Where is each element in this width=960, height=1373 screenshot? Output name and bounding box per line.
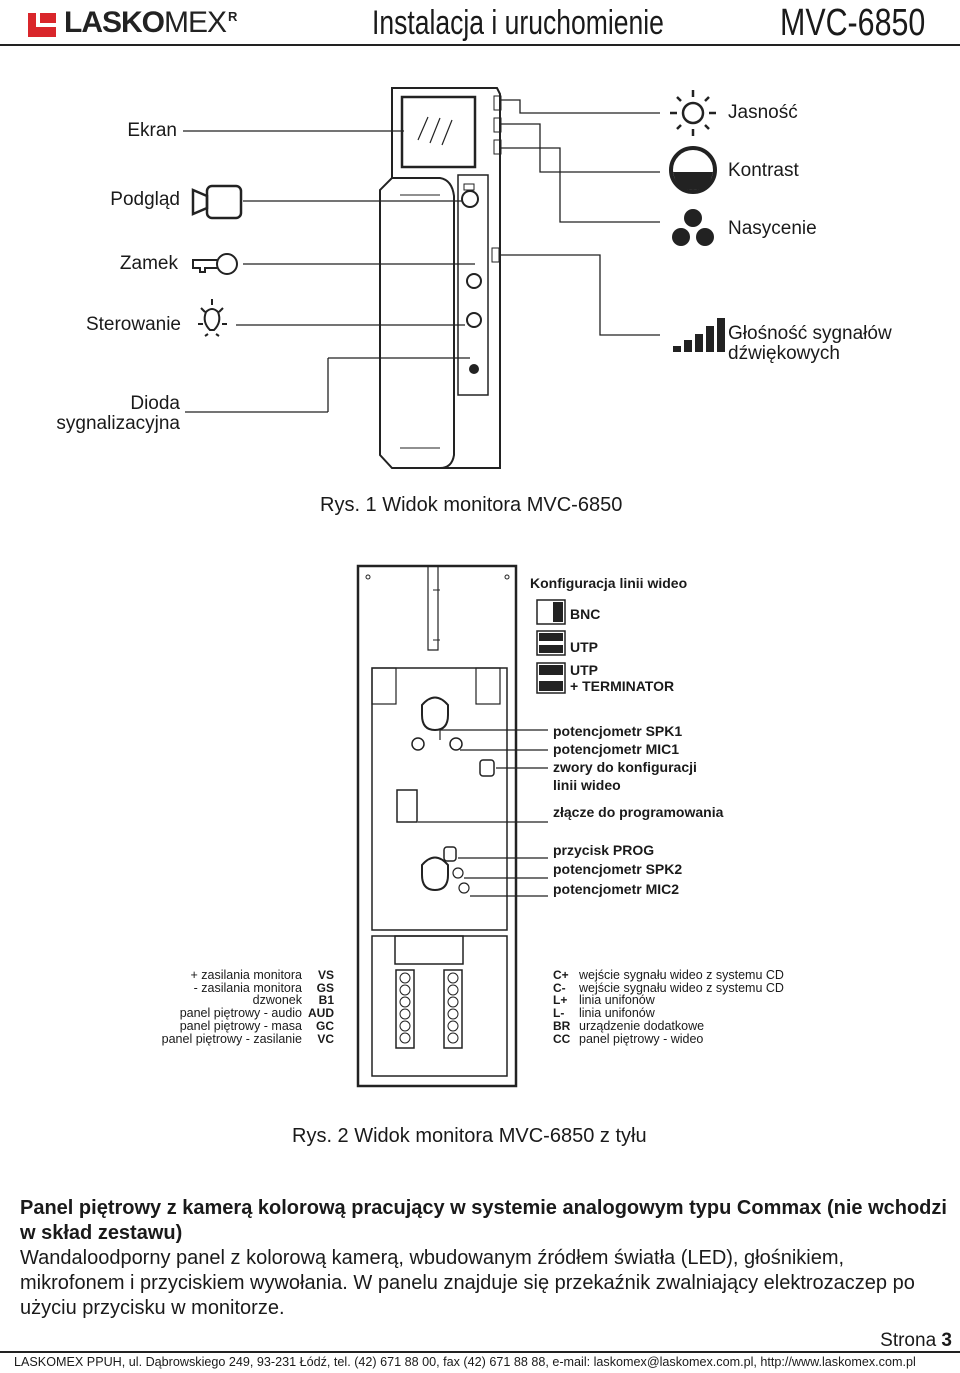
footer-rule (0, 1351, 960, 1353)
terminal-code: AUD (308, 1006, 334, 1021)
figure2-caption: Rys. 2 Widok monitora MVC-6850 z tyłu (292, 1125, 647, 1147)
terminal-code: VC (317, 1031, 334, 1046)
label-prog-connector: złącze do programowania (553, 804, 724, 820)
label-prog-button: przycisk PROG (553, 842, 655, 858)
terminal-desc: linia unifonów (579, 1006, 655, 1021)
monitor-front-drawing (379, 87, 502, 469)
right-terminal-codes: C+ C- L+ L- BR CC (553, 969, 575, 1045)
terminal-desc: panel piętrowy - audio (179, 1006, 302, 1021)
laskomex-logo-icon (28, 9, 58, 37)
terminal-code: VS (317, 968, 334, 982)
terminal-desc: wejście sygnału wideo z systemu CD (579, 980, 784, 995)
label-jumpers: zwory do konfiguracji (553, 759, 697, 775)
label-jumpers-line2: linii wideo (553, 777, 621, 793)
model-name: MVC-6850 (780, 2, 926, 44)
terminal-code: GS (316, 980, 334, 995)
label-mic2: potencjometr MIC2 (553, 881, 680, 897)
terminal-desc: panel piętrowy - zasilanie (161, 1031, 302, 1046)
brightness-sun-icon (670, 90, 716, 136)
control-bulb-icon (198, 299, 227, 337)
label-preview: Podgląd (110, 189, 180, 210)
terminal-desc: linia unifonów (579, 993, 655, 1008)
right-terminal-descriptions: wejście sygnału wideo z systemu CD wejśc… (579, 969, 879, 1045)
preview-camera-icon (191, 184, 243, 220)
brand-name-bold: LASKO (64, 6, 165, 39)
label-diode-line2: sygnalizacyjna (56, 413, 180, 434)
label-spk2: potencjometr SPK2 (553, 861, 683, 877)
terminal-code: L+ (553, 993, 568, 1008)
label-volume: Głośność sygnałów (728, 323, 892, 344)
lock-key-icon (192, 253, 238, 275)
saturation-icon (672, 209, 714, 246)
document-title: Instalacja i uruchomienie (372, 4, 664, 42)
config-utp-terminator: UTP (570, 662, 598, 678)
terminal-code: B1 (318, 993, 334, 1008)
page-number-value: 3 (941, 1330, 952, 1351)
label-mic1: potencjometr MIC1 (553, 741, 680, 757)
config-terminator: + TERMINATOR (570, 678, 675, 694)
label-volume-line2: dźwiękowych (728, 343, 840, 364)
label-diode: Dioda (130, 393, 180, 414)
terminal-desc: panel piętrowy - wideo (579, 1031, 704, 1046)
terminal-code: GC (316, 1018, 334, 1033)
label-screen: Ekran (127, 120, 177, 141)
section-paragraph: Wandaloodporny panel z kolorową kamerą, … (20, 1247, 915, 1319)
terminal-desc: dzwonek (252, 993, 302, 1008)
config-utp: UTP (570, 639, 598, 655)
video-config-title: Konfiguracja linii wideo (530, 575, 688, 591)
terminal-code: BR (553, 1018, 571, 1033)
config-bnc: BNC (570, 606, 601, 622)
terminal-desc: panel piętrowy - masa (179, 1018, 302, 1033)
contrast-icon (669, 146, 717, 194)
section-heading: Panel piętrowy z kamerą kolorową pracują… (20, 1197, 947, 1244)
terminal-desc: + zasilania monitora (190, 968, 302, 982)
header-rule (0, 44, 960, 46)
label-control: Sterowanie (85, 314, 181, 335)
figure2-leader-lines (418, 729, 548, 897)
left-terminal-descriptions: + zasilania monitora - zasilania monitor… (120, 969, 302, 1045)
terminal-code: CC (553, 1031, 571, 1046)
terminal-code: L- (553, 1006, 565, 1021)
label-lock: Zamek (119, 253, 178, 274)
registered-mark: R (228, 9, 237, 24)
figure1-caption: Rys. 1 Widok monitora MVC-6850 (320, 494, 623, 516)
footer-contact: LASKOMEX PPUH, ul. Dąbrowskiego 249, 93-… (14, 1355, 916, 1369)
left-terminal-codes: VS GS B1 AUD GC VC (304, 969, 334, 1045)
page-number: Strona 3 (880, 1330, 952, 1352)
monitor-back-drawing (356, 564, 566, 1088)
terminal-code: C- (553, 980, 566, 995)
volume-bars-icon (673, 318, 725, 352)
terminal-desc: - zasilania monitora (193, 980, 302, 995)
label-saturation: Nasycenie (728, 218, 817, 239)
label-contrast: Kontrast (728, 160, 799, 181)
brand-name-thin: MEX (164, 6, 227, 39)
page-label: Strona (880, 1330, 937, 1351)
terminal-desc: wejście sygnału wideo z systemu CD (579, 968, 784, 982)
terminal-desc: urządzenie dodatkowe (579, 1018, 705, 1033)
terminal-code: C+ (553, 968, 569, 982)
label-brightness: Jasność (728, 102, 798, 123)
label-spk1: potencjometr SPK1 (553, 723, 683, 739)
figure1-leader-lines (183, 99, 660, 413)
